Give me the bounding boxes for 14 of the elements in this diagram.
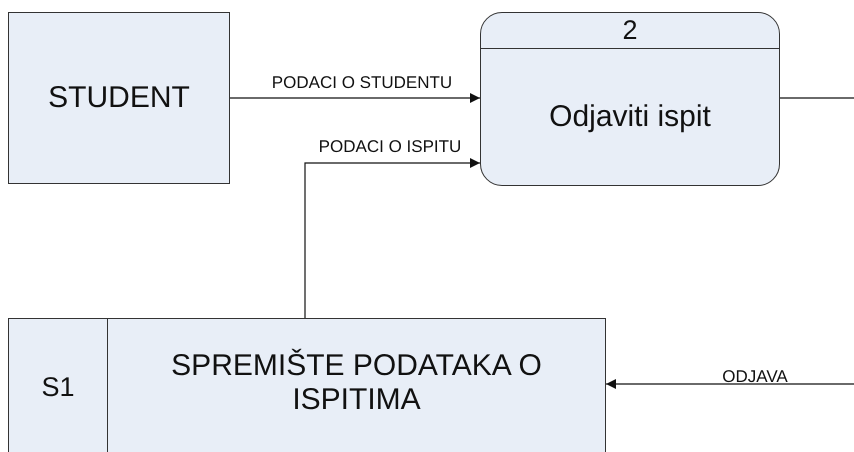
arrow [606, 379, 854, 389]
process-number: 2 [621, 14, 639, 46]
edge-label: PODACI O ISPITU [318, 136, 462, 158]
store-id: S1 [40, 372, 76, 404]
edge-label: ODJAVA [721, 366, 789, 388]
entity-label: STUDENT [47, 80, 191, 116]
arrow [304, 158, 480, 318]
edge-label: PODACI O STUDENTU [270, 72, 454, 94]
store-label: SPREMIŠTE PODATAKA O ISPITIMA [170, 348, 543, 418]
entity-box [8, 12, 230, 184]
process-box [480, 12, 780, 186]
data-store-box [8, 318, 606, 452]
process-label: Odjaviti ispit [548, 100, 712, 134]
arrow [230, 93, 480, 103]
